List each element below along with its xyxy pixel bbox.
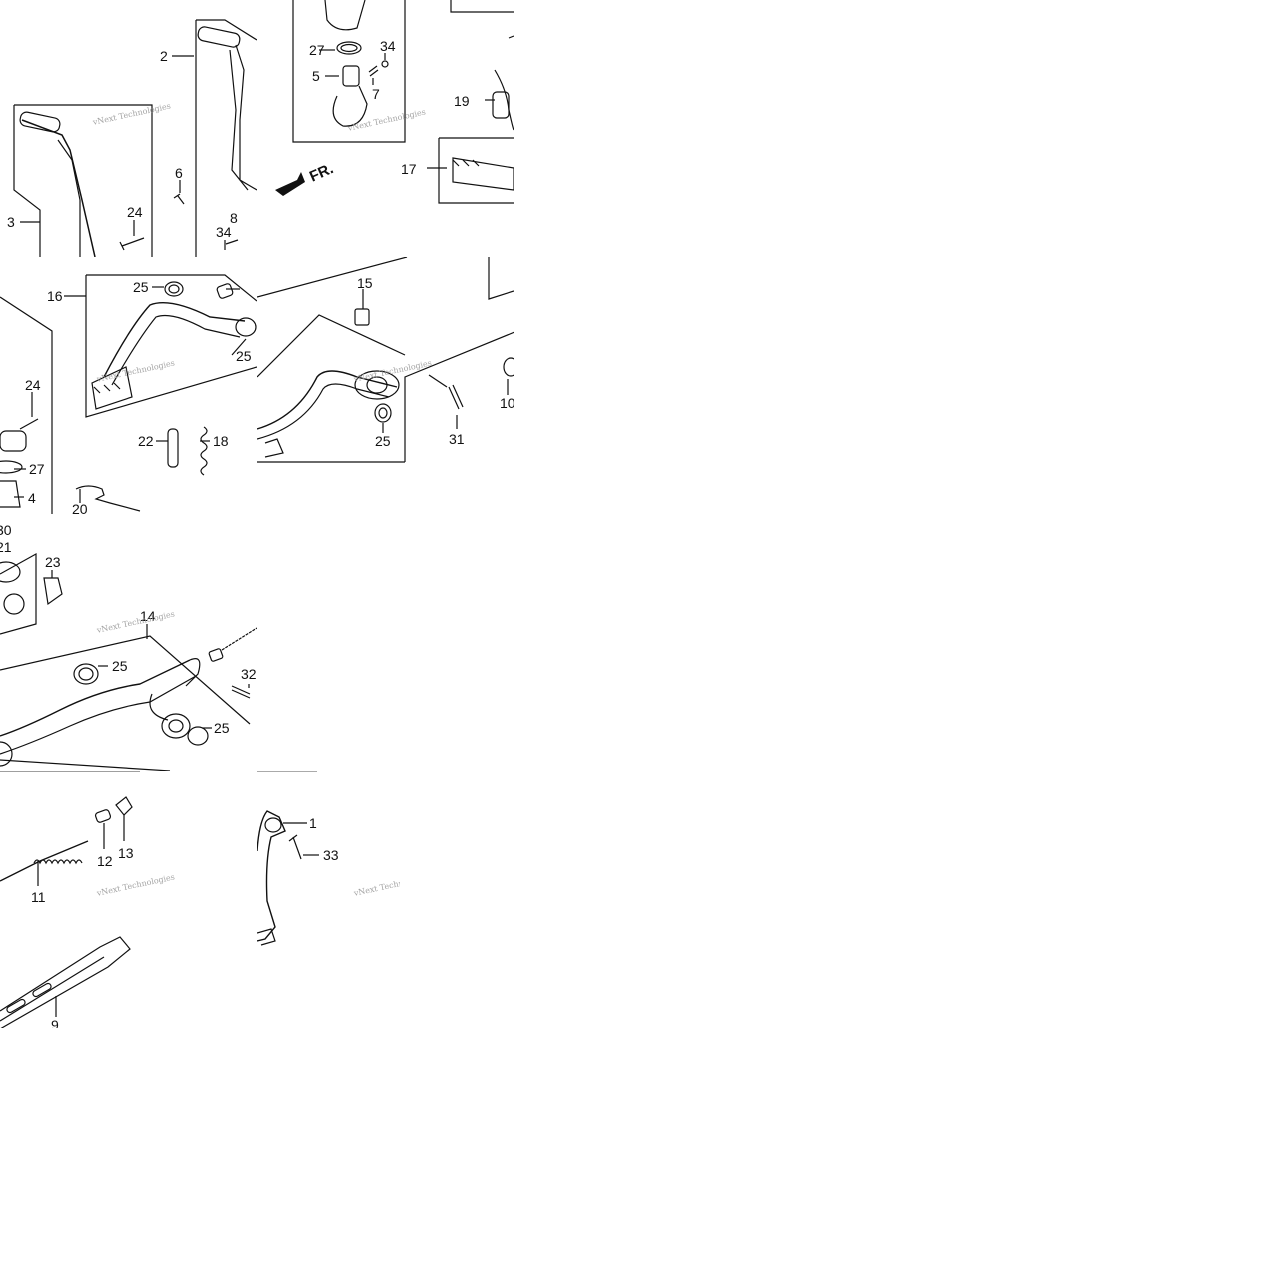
callout-18: 18: [213, 433, 229, 449]
tile-shift-arm: FR. 27 34 5 7 19 17 vNext Technologies: [257, 0, 514, 257]
callout-4: 4: [28, 490, 36, 506]
kickstart-diagram: [13, 19, 257, 257]
callout-25: 25: [112, 658, 128, 674]
callout-1: 1: [309, 815, 317, 831]
tile-shift-lever: 15 25 31 10 vNext Technologies: [257, 257, 514, 514]
callout-23: 23: [45, 554, 61, 570]
callout-6: 6: [175, 165, 183, 181]
callout-30: 30: [0, 522, 12, 538]
callout-31: 31: [449, 431, 465, 447]
callout-13: 13: [118, 845, 134, 861]
callout-32: 32: [241, 666, 257, 682]
tile-brake-pedal: 16 25 25 24 27 4 20 22 18 vNext Technolo…: [0, 257, 257, 514]
shift-lever-diagram: [257, 257, 514, 463]
callout-19: 19: [454, 93, 470, 109]
callout-12: 12: [97, 853, 113, 869]
callout-2: 2: [160, 48, 168, 64]
tile-kickstart: 2 6 3 6 24 34 8 vNext Technologies: [0, 0, 257, 257]
callout-5: 5: [312, 68, 320, 84]
callout-15: 15: [357, 275, 373, 291]
callout-17: 17: [401, 161, 417, 177]
callout-8: 8: [230, 210, 238, 226]
callout-33: 33: [323, 847, 339, 863]
callout-14: 14: [140, 608, 156, 624]
callout-11: 11: [31, 889, 46, 905]
callout-16: 16: [47, 288, 63, 304]
callout-34: 34: [380, 38, 396, 54]
callout-9: 9: [51, 1017, 59, 1028]
tile-stopper-arm: 1 33 vNext Technologies: [257, 771, 400, 948]
callout-21: 21: [0, 539, 12, 555]
brake-arm-diagram: [0, 552, 257, 771]
callout-34: 34: [216, 224, 232, 240]
tile-brake-arm: 30 21 23 14 25 25 32 vNext Technologies: [0, 514, 257, 771]
callout-20: 20: [72, 501, 88, 514]
callout-3: 3: [7, 214, 15, 230]
callout-25: 25: [236, 348, 252, 364]
callout-24: 24: [25, 377, 41, 393]
callout-27: 27: [309, 42, 325, 58]
callout-22: 22: [138, 433, 154, 449]
stopper-arm-diagram: [257, 771, 319, 946]
callout-25: 25: [375, 433, 391, 449]
callout-24: 24: [127, 204, 143, 220]
callout-10: 10: [500, 395, 514, 411]
brake-pedal-diagram: [0, 274, 257, 514]
shift-arm-diagram: [275, 0, 514, 204]
cable-rod-diagram: [0, 771, 140, 1028]
callout-25: 25: [133, 279, 149, 295]
callout-27: 27: [29, 461, 45, 477]
tile-cable-rod: 12 13 11 9 vNext Technologies: [0, 771, 257, 1028]
callout-7: 7: [372, 86, 380, 102]
callout-25: 25: [214, 720, 230, 736]
